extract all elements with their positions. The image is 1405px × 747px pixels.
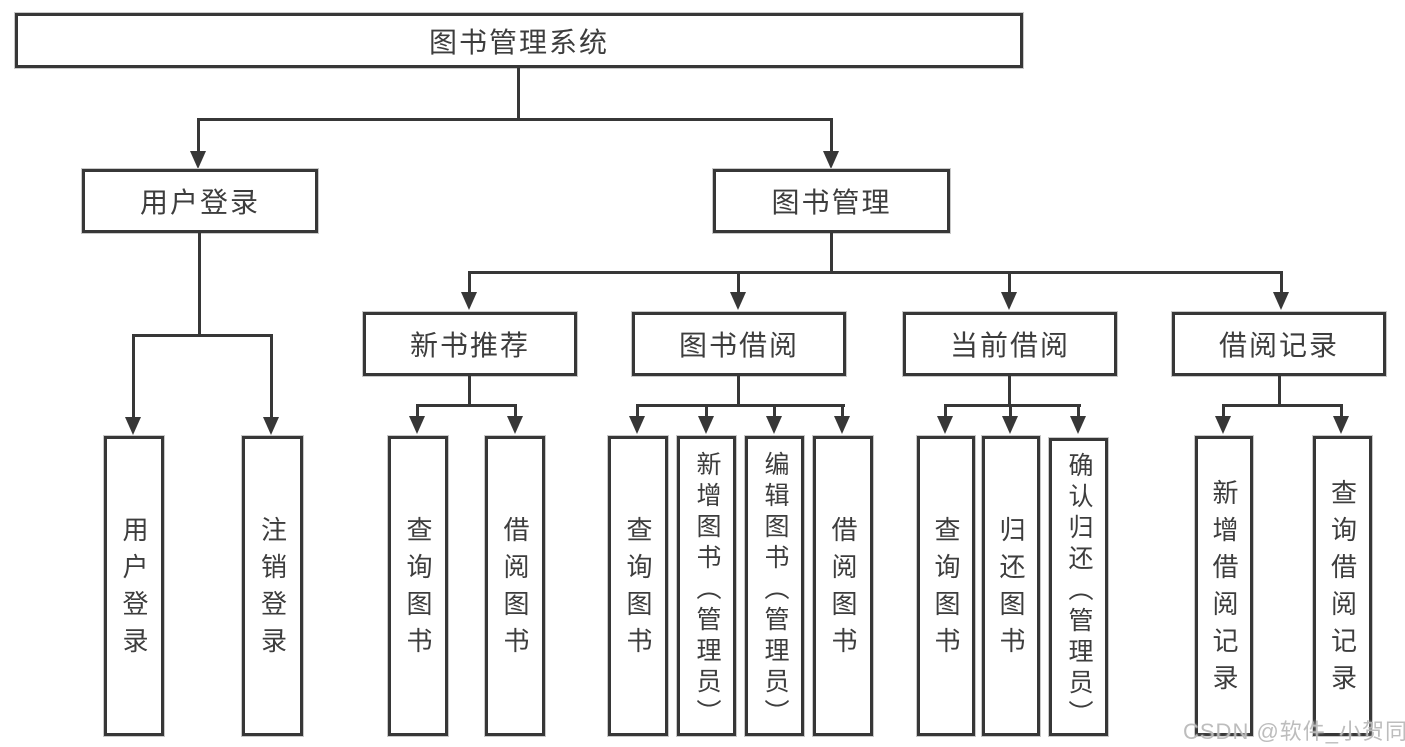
connector-line — [830, 118, 833, 154]
arrowhead-icon — [766, 416, 782, 434]
connector-line — [132, 334, 135, 419]
leaf-query-books-current: 查询图书 — [917, 436, 975, 736]
leaf-query-books-borrowing: 查询图书 — [608, 436, 668, 736]
connector-line — [1222, 404, 1343, 407]
node-borrowing-records: 借阅记录 — [1172, 312, 1386, 376]
arrowhead-icon — [1273, 292, 1289, 310]
connector-line — [416, 404, 419, 417]
node-book-borrowing: 图书借阅 — [632, 312, 846, 376]
connector-line — [416, 404, 517, 407]
arrowhead-icon — [1002, 416, 1018, 434]
arrowhead-icon — [125, 417, 141, 435]
leaf-user-login: 用户登录 — [104, 436, 164, 736]
connector-line — [270, 334, 273, 419]
connector-line — [514, 404, 517, 417]
node-new-book-recommend: 新书推荐 — [363, 312, 577, 376]
leaf-edit-books-admin: 编辑图书（管理员） — [745, 436, 804, 736]
connector-line — [773, 404, 776, 417]
leaf-borrow-books-borrowing: 借阅图书 — [813, 436, 873, 736]
leaf-return-books: 归还图书 — [982, 436, 1040, 736]
connector-line — [737, 271, 740, 293]
leaf-query-borrow-record: 查询借阅记录 — [1313, 436, 1372, 736]
connector-line — [197, 118, 833, 121]
connector-line — [1009, 404, 1012, 417]
leaf-add-borrow-record: 新增借阅记录 — [1195, 436, 1253, 736]
arrowhead-icon — [629, 416, 645, 434]
leaf-query-books-recommend: 查询图书 — [388, 436, 448, 736]
arrowhead-icon — [507, 416, 523, 434]
arrowhead-icon — [698, 416, 714, 434]
arrowhead-icon — [1333, 416, 1349, 434]
arrowhead-icon — [937, 416, 953, 434]
arrowhead-icon — [461, 292, 477, 310]
arrowhead-icon — [1070, 416, 1086, 434]
arrowhead-icon — [409, 416, 425, 434]
arrowhead-icon — [190, 151, 206, 169]
connector-line — [705, 404, 708, 417]
node-book-management: 图书管理 — [713, 169, 950, 233]
connector-line — [1222, 404, 1225, 417]
leaf-borrow-books-recommend: 借阅图书 — [485, 436, 545, 736]
connector-line — [468, 271, 1283, 274]
arrowhead-icon — [823, 151, 839, 169]
connector-line — [1280, 271, 1283, 293]
connector-line — [636, 404, 639, 417]
arrowhead-icon — [1215, 416, 1231, 434]
connector-line — [1008, 376, 1011, 406]
leaf-logout: 注销登录 — [242, 436, 303, 736]
connector-line — [737, 376, 740, 406]
arrowhead-icon — [263, 417, 279, 435]
connector-line — [468, 376, 471, 406]
connector-line — [468, 271, 471, 293]
node-user-login-branch: 用户登录 — [82, 169, 318, 233]
csdn-watermark: CSDN @软件_小贺同学 — [1183, 719, 1405, 744]
connector-line — [830, 233, 833, 273]
connector-line — [636, 404, 845, 407]
node-library-management-system: 图书管理系统 — [15, 13, 1023, 68]
connector-line — [198, 233, 201, 337]
leaf-confirm-return-admin: 确认归还（管理员） — [1049, 438, 1108, 736]
connector-line — [944, 404, 947, 417]
connector-line — [1077, 404, 1080, 417]
arrowhead-icon — [1001, 292, 1017, 310]
connector-line — [517, 68, 520, 120]
arrowhead-icon — [834, 416, 850, 434]
connector-line — [1278, 376, 1281, 406]
connector-line — [132, 334, 273, 337]
leaf-add-books-admin: 新增图书（管理员） — [677, 436, 736, 736]
connector-line — [841, 404, 844, 417]
connector-line — [197, 118, 200, 154]
connector-line — [944, 404, 1081, 407]
node-current-borrowing: 当前借阅 — [903, 312, 1117, 376]
arrowhead-icon — [730, 292, 746, 310]
connector-line — [1340, 404, 1343, 417]
connector-line — [1008, 271, 1011, 293]
